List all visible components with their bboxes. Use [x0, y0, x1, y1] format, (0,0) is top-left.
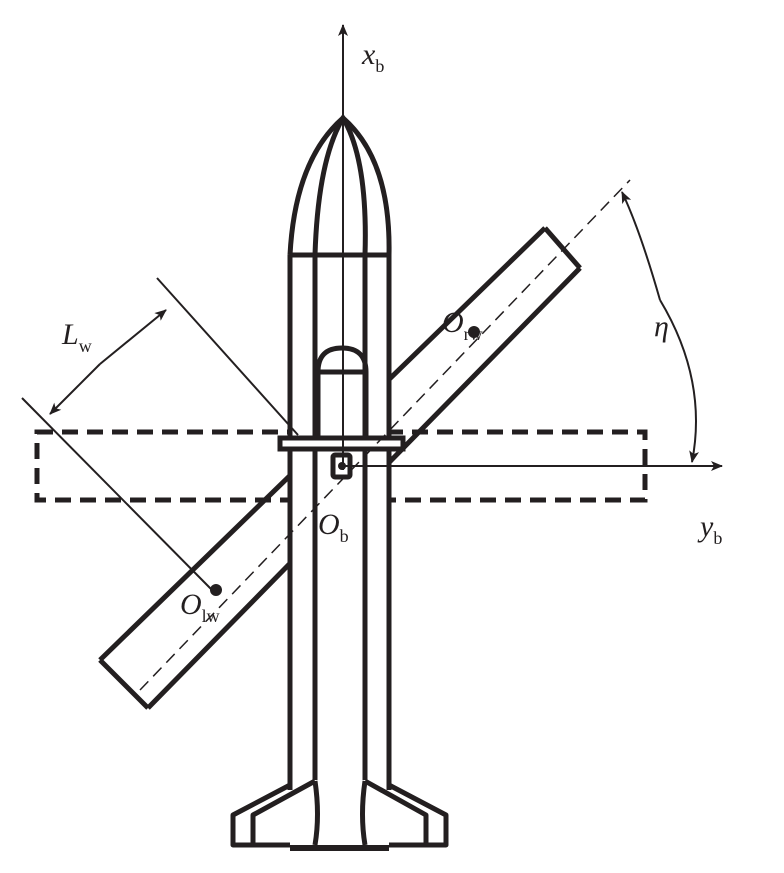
sweep-angle-arc — [621, 191, 661, 301]
left-wing-center-label: Olw — [180, 588, 220, 627]
y-axis-label-main: y — [700, 510, 714, 543]
right-wing-center-label-sub: rw — [463, 324, 483, 344]
sweep-angle-label: η — [654, 310, 669, 343]
origin-point — [338, 462, 346, 470]
x-axis-label-main: x — [362, 38, 376, 71]
y-axis-label: yb — [700, 510, 722, 549]
wing-length-label-main: L — [62, 318, 79, 351]
y-axis-label-sub: b — [713, 528, 723, 548]
rocket-fins — [230, 778, 449, 851]
right-wing-center-point — [468, 326, 480, 338]
left-wing-center-label-sub: lw — [201, 606, 220, 626]
rocket-body — [287, 113, 392, 790]
wing-length-label: Lw — [62, 318, 92, 357]
left-wing-center-label-main: O — [180, 588, 202, 621]
right-wing-center-label-main: O — [442, 306, 464, 339]
origin-label: Ob — [318, 508, 349, 547]
wing-length-label-sub: w — [78, 336, 92, 356]
origin-label-sub: b — [339, 526, 349, 546]
right-wing-center-label: Orw — [442, 306, 483, 345]
wing-centerline — [139, 179, 631, 691]
x-axis-label: xb — [362, 38, 384, 77]
origin-label-main: O — [318, 508, 340, 541]
x-axis-label-sub: b — [375, 56, 385, 76]
wing-length-dimension — [21, 277, 299, 591]
sweep-angle-arc-lower — [659, 299, 700, 463]
left-wing-center-point — [210, 584, 222, 596]
